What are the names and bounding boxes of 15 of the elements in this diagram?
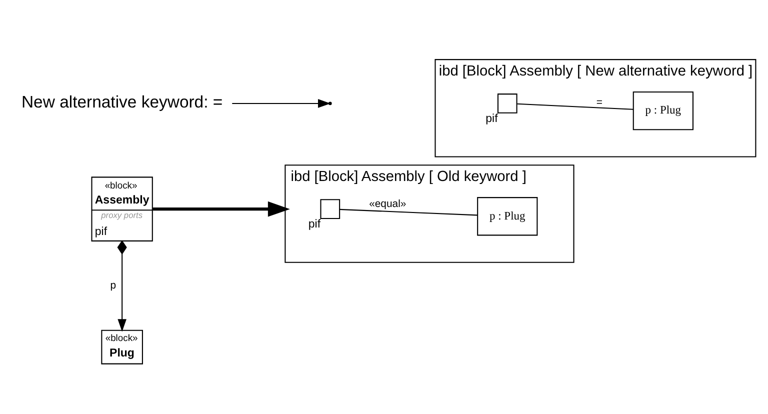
node-box: p : Plug [477, 196, 538, 236]
edge-label: «equal» [369, 198, 406, 210]
node-box: p : Plug [632, 90, 694, 130]
edge-label: = [596, 97, 602, 108]
edge-label: p [110, 280, 116, 291]
connector [340, 208, 478, 216]
node-box [497, 93, 518, 113]
node-label: pif [486, 112, 498, 125]
node-label: pif [308, 218, 321, 230]
node-text: New alternative keyword: = [21, 92, 223, 111]
arrow [152, 200, 290, 216]
arrow [117, 240, 127, 332]
arrow [232, 98, 331, 108]
node-box [320, 198, 340, 218]
connector [517, 102, 634, 110]
